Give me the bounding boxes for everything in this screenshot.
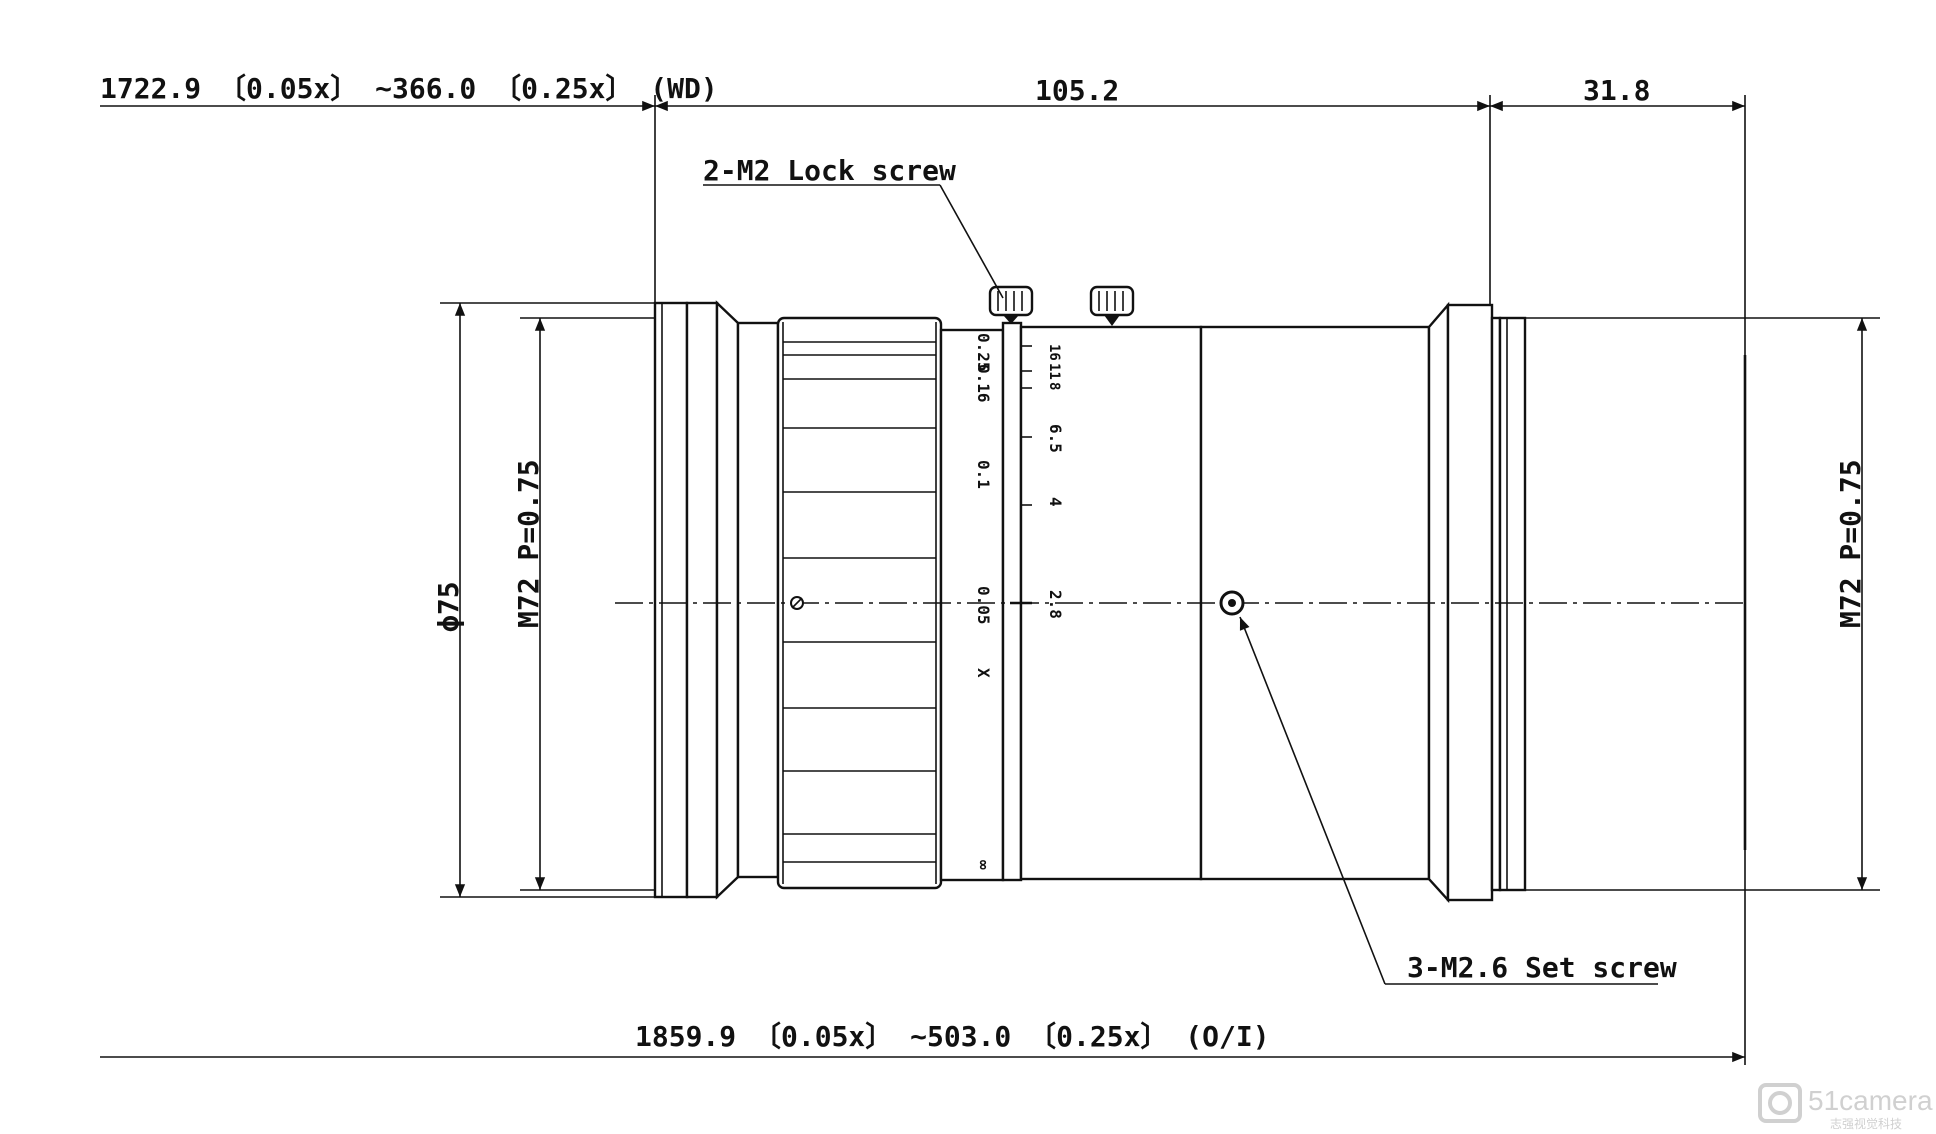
scale-left-0: 0.25 <box>974 333 993 372</box>
front-thread-label: M72 P=0.75 <box>512 459 545 628</box>
magnification-scale: 0.25 0.16 0.1 0.05 X ∞ <box>974 333 993 870</box>
lock-screw-2 <box>1089 285 1135 326</box>
wd-range-label: 1722.9 〔0.05x〕 ~366.0 〔0.25x〕 (WD) <box>100 72 718 105</box>
set-screw-hole-front <box>790 596 804 610</box>
scale-left-2: 0.1 <box>974 460 993 489</box>
diameter-label: ϕ75 <box>432 581 465 632</box>
dimension-main-length: 105.2 <box>655 74 1490 112</box>
set-screw-callout: 3-M2.6 Set screw <box>1239 616 1677 985</box>
scale-ring <box>939 328 1005 882</box>
front-flange <box>653 301 689 899</box>
oi-range-label: 1859.9 〔0.05x〕 ~503.0 〔0.25x〕 (O/I) <box>635 1020 1270 1053</box>
dimension-rear-length: 31.8 <box>1490 74 1745 112</box>
scale-right-4: 4 <box>1046 497 1065 507</box>
index-band <box>1001 321 1023 882</box>
lock-screw-callout: 2-M2 Lock screw <box>703 154 1004 299</box>
focus-ring-knurl <box>783 341 936 863</box>
scale-right-1: 11 <box>1046 363 1062 380</box>
front-taper <box>715 300 740 900</box>
scale-left-5: ∞ <box>974 860 993 870</box>
set-screw-hole-rear <box>1219 590 1245 616</box>
front-ring <box>685 301 719 899</box>
lens-body <box>653 300 1747 904</box>
scale-right-2: 8 <box>1046 382 1062 390</box>
lock-screw-label: 2-M2 Lock screw <box>703 154 956 187</box>
scale-right-5: 2.8 <box>1046 590 1065 619</box>
rear-thread-label: M72 P=0.75 <box>1834 459 1867 628</box>
watermark-brand: 51camera <box>1808 1085 1933 1116</box>
rear-mount-thread <box>1498 316 1527 892</box>
rear-length-label: 31.8 <box>1583 74 1650 107</box>
f-number-scale: 16 11 8 6.5 4 2.8 <box>1010 344 1065 619</box>
scale-right-3: 6.5 <box>1046 424 1065 453</box>
watermark-logo: 51camera 志强视觉科技 <box>1758 1083 1933 1131</box>
front-barrel <box>736 321 780 879</box>
dimension-front-thread: M72 P=0.75 <box>512 318 546 890</box>
scale-left-3: 0.05 <box>974 586 993 625</box>
scale-left-1: 0.16 <box>974 364 993 403</box>
dimension-rear-thread: M72 P=0.75 <box>1834 318 1868 890</box>
scale-left-4: X <box>974 668 993 678</box>
dimension-oi: 1859.9 〔0.05x〕 ~503.0 〔0.25x〕 (O/I) <box>100 1020 1745 1063</box>
lock-screw-1 <box>988 285 1034 324</box>
watermark-sub: 志强视觉科技 <box>1830 1116 1902 1131</box>
main-length-label: 105.2 <box>1035 74 1119 107</box>
set-screw-label: 3-M2.6 Set screw <box>1407 951 1677 984</box>
dimension-diameter: ϕ75 <box>432 303 466 897</box>
dimension-wd: 1722.9 〔0.05x〕 ~366.0 〔0.25x〕 (WD) <box>100 72 718 112</box>
scale-right-0: 16 <box>1046 344 1062 361</box>
